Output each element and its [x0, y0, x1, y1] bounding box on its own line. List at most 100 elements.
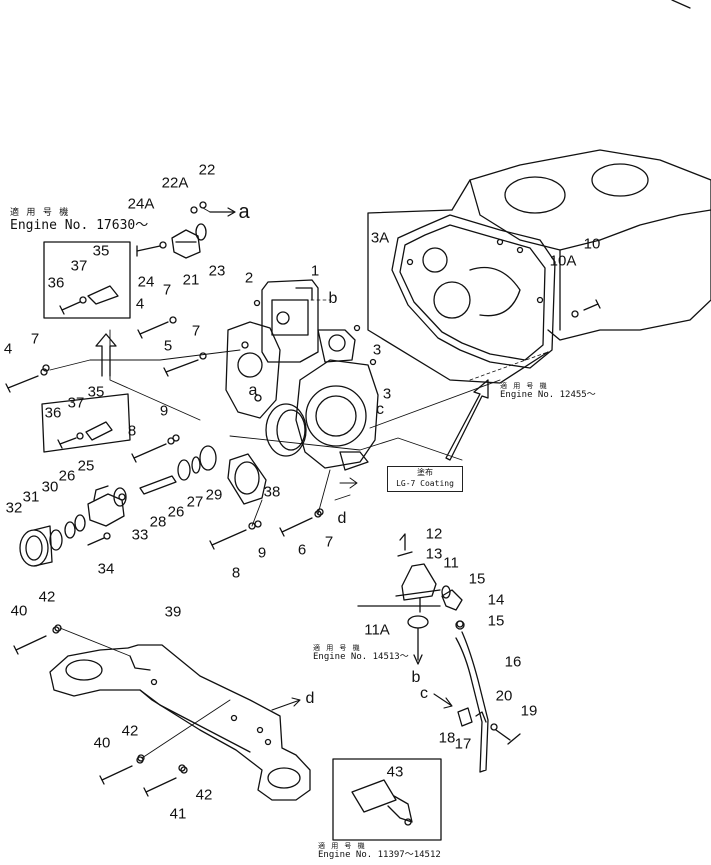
callout-7: 7 [324, 533, 334, 551]
bolt-41 [143, 766, 188, 797]
callout-9: 9 [159, 402, 169, 420]
callout-11A: 11A [364, 621, 390, 639]
ref-letter-a: a [248, 382, 258, 399]
water-pump-body [295, 329, 379, 471]
callout-5: 5 [163, 337, 173, 355]
bolt-4-left [5, 368, 48, 393]
inset-box-43 [332, 758, 442, 841]
callout-14: 14 [487, 591, 505, 609]
ref-letter-c: c [420, 685, 428, 702]
note-engine-14513: 適 用 号 機 Engine No. 14513～ [313, 644, 409, 663]
lg7-jp-label: 塗布 [417, 468, 433, 477]
callout-40: 40 [10, 602, 28, 620]
breather-11 [395, 533, 441, 613]
ref-letter-b: b [411, 669, 421, 686]
thermostat-housing [171, 201, 207, 259]
callout-15: 15 [487, 612, 505, 630]
callout-38: 38 [263, 483, 281, 501]
bolt-8-lower [209, 522, 256, 550]
callout-27: 27 [186, 493, 204, 511]
callout-40: 40 [93, 734, 111, 752]
callout-4: 4 [3, 340, 13, 358]
arrow-up-inset [95, 333, 117, 377]
bearing-38 [227, 453, 267, 505]
engine-block [451, 0, 711, 341]
gear-case-3A [391, 214, 556, 369]
callout-19: 19 [520, 702, 538, 720]
callout-28: 28 [149, 513, 167, 531]
callout-32: 32 [5, 499, 23, 517]
note-label-en: Engine No. 17630～ [10, 217, 149, 233]
bracket-39 [49, 644, 311, 801]
hose-14 [441, 585, 465, 630]
inset-11A [357, 605, 441, 665]
ref-letter-d: d [337, 510, 347, 527]
callout-12: 12 [425, 525, 443, 543]
inset-box-lower [41, 393, 131, 453]
oil-pump-housing [225, 321, 281, 419]
callout-35: 35 [92, 242, 110, 260]
callout-37: 37 [70, 257, 88, 275]
callout-26: 26 [167, 503, 185, 521]
callout-15: 15 [468, 570, 486, 588]
callout-6: 6 [297, 541, 307, 559]
arrow-diagonal-up [445, 379, 489, 461]
callout-42: 42 [38, 588, 56, 606]
callout-11: 11 [443, 554, 459, 572]
callout-41: 41 [169, 805, 187, 823]
callout-9: 9 [257, 544, 267, 562]
callout-36: 36 [44, 404, 62, 422]
bolt-40-lower [99, 756, 144, 785]
callout-2: 2 [244, 269, 254, 287]
front-cover-1 [261, 279, 319, 363]
pump-housing-25 [87, 485, 127, 527]
callout-36: 36 [47, 274, 65, 292]
callout-35: 35 [87, 383, 105, 401]
callout-17: 17 [454, 735, 472, 753]
callout-22: 22 [198, 161, 216, 179]
bolt-4-upper [137, 316, 177, 339]
callout-1: 1 [310, 262, 320, 280]
note-engine-17630: 適 用 号 機 Engine No. 17630～ [10, 208, 149, 233]
callout-37: 37 [67, 394, 85, 412]
ref-letter-c: c [376, 401, 384, 418]
callout-30: 30 [41, 478, 59, 496]
callout-43: 43 [386, 763, 404, 781]
callout-29: 29 [205, 486, 223, 504]
callout-18: 18 [438, 729, 456, 747]
callout-4: 4 [135, 295, 145, 313]
callout-10A: 10A [549, 252, 577, 270]
hose-16 [455, 631, 489, 773]
note-engine-12455: 適 用 号 機 Engine No. 12455～ [500, 382, 596, 401]
callout-24A: 24A [127, 195, 155, 213]
bolt-8-upper [131, 437, 175, 463]
bolt-40-upper [13, 626, 60, 655]
bolt-5 [163, 352, 207, 377]
inset-box-17630 [43, 241, 131, 319]
callout-3: 3 [382, 385, 392, 403]
callout-34: 34 [97, 560, 115, 578]
ref-letter-d: d [305, 690, 315, 707]
callout-25: 25 [77, 457, 95, 475]
callout-23: 23 [208, 262, 226, 280]
callout-10: 10 [583, 235, 601, 253]
lg7-coating-note: 塗布 LG-7 Coating [387, 466, 463, 492]
clamp-18-20 [457, 707, 521, 745]
note-label-jp: 適 用 号 機 [313, 644, 361, 652]
callout-42: 42 [121, 722, 139, 740]
note-label-en: Engine No. 12455～ [500, 389, 596, 400]
seal-ring-38 [265, 403, 307, 457]
callout-26: 26 [58, 467, 76, 485]
callout-21: 21 [182, 271, 200, 289]
callout-7: 7 [162, 281, 172, 299]
callout-8: 8 [231, 564, 241, 582]
note-label-jp: 適 用 号 機 [500, 382, 548, 390]
note-engine-11397: 適 用 号 機 Engine No. 11397～14512 [318, 842, 441, 861]
callout-13: 13 [425, 545, 443, 563]
inset-bracket-12455 [367, 209, 549, 384]
bolt-10 [571, 299, 601, 318]
shaft-28 [139, 445, 217, 495]
callout-16: 16 [504, 653, 522, 671]
callout-31: 31 [22, 488, 40, 506]
